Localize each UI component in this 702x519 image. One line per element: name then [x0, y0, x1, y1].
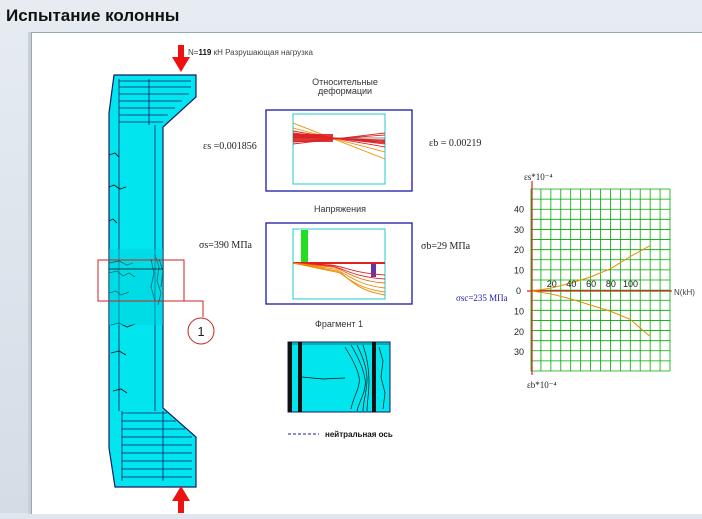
strain-title-1: Относительные	[312, 77, 378, 87]
y-tick-label: 20	[514, 327, 524, 337]
bottom-load-arrow	[172, 486, 190, 513]
strain-panel	[265, 109, 413, 192]
fragment-title: Фрагмент 1	[315, 319, 363, 329]
chart-grid	[530, 188, 671, 372]
chart-series-line-2	[531, 290, 650, 337]
bottom-stirrups	[121, 411, 192, 481]
test-diagram: N=119 кН Разрушающая нагрузка 1 Относите…	[97, 45, 695, 513]
sigma-s-label: σs=390 МПа	[199, 240, 253, 251]
concrete-stress-bar	[371, 263, 376, 277]
y-tick-label: 40	[514, 204, 524, 214]
strain-title-2: деформации	[318, 86, 372, 96]
page-title: Испытание колонны	[6, 6, 180, 25]
callout-circle	[187, 317, 215, 345]
stress-panel	[265, 222, 413, 305]
y-tick-label: 30	[514, 225, 524, 235]
strain-profiles	[292, 122, 386, 160]
x-tick-label: 20	[547, 279, 557, 289]
fragment-panel	[287, 341, 391, 413]
load-unit: кН	[214, 48, 224, 57]
x-tick-label: 40	[566, 279, 576, 289]
load-prefix: N	[188, 48, 194, 57]
visualization-canvas: N=119 кН Разрушающая нагрузка 1 Относите…	[31, 32, 702, 514]
x-tick-label: 100	[623, 279, 638, 289]
load-description: Разрушающая нагрузка	[225, 48, 313, 57]
sigma-sc-label: σsc=235 МПа	[456, 293, 508, 303]
chart-series	[531, 245, 650, 337]
stress-profiles	[292, 262, 386, 296]
top-stirrups	[118, 79, 191, 125]
x-tick-label: 60	[586, 279, 596, 289]
load-label: N=119 кН Разрушающая нагрузка	[188, 48, 314, 57]
eps-b-label: εb = 0.00219	[429, 138, 481, 149]
load-value: 119	[198, 48, 211, 57]
eps-s-label: εs =0.001856	[203, 141, 257, 152]
chart-axes	[527, 181, 672, 375]
neutral-axis-label: нейтральная ось	[325, 430, 393, 439]
callout-leader	[141, 300, 204, 317]
y-tick-label: 10	[514, 306, 524, 316]
chart-xlabel: N(kH)	[674, 288, 695, 297]
crack-zone	[109, 249, 163, 325]
chart-series-line-1	[531, 245, 650, 292]
sigma-b-label: σb=29 МПа	[421, 241, 471, 252]
chart-ylabel-top: εs*10⁻⁴	[524, 172, 553, 182]
y-tick-label: 20	[514, 245, 524, 255]
chart-ylabel-bottom: εb*10⁻⁴	[527, 380, 557, 390]
top-load-arrow	[172, 45, 190, 72]
y-tick-label: 10	[514, 266, 524, 276]
steel-stress-bar	[301, 230, 308, 263]
x-tick-label: 80	[606, 279, 616, 289]
column	[108, 74, 197, 488]
y-tick-label: 30	[514, 347, 524, 357]
y-tick-zero: 0	[516, 286, 521, 296]
stress-title: Напряжения	[314, 204, 366, 214]
callout-number: 1	[197, 324, 204, 339]
